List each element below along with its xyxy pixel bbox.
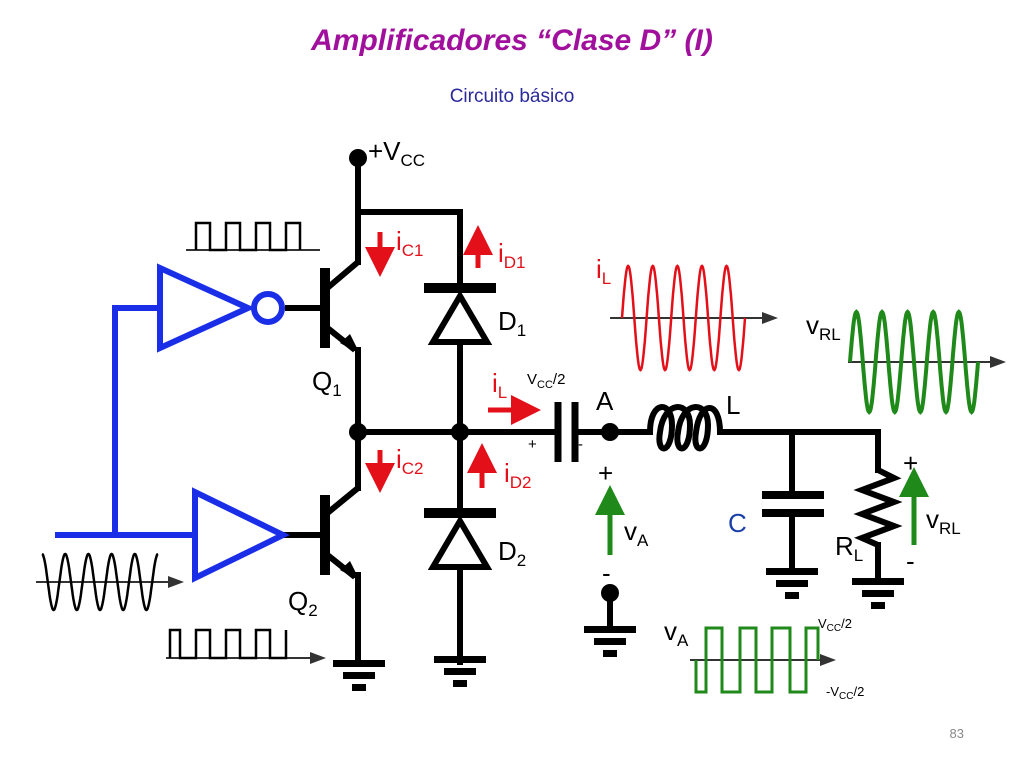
coupling-cap-minus: - — [578, 436, 583, 453]
driver-network — [55, 263, 290, 583]
id2-label: iD2 — [504, 458, 532, 492]
coupling-cap-plus: + — [528, 436, 537, 453]
q1-label: Q1 — [312, 366, 342, 400]
diode-d2 — [424, 508, 496, 570]
va-label: vA — [624, 516, 649, 550]
coupling-capacitor — [540, 402, 610, 462]
va-plus-label: + — [598, 458, 613, 488]
ic2-label: iC2 — [396, 444, 424, 478]
id1-label: iD1 — [498, 238, 526, 272]
resistor-rl — [853, 467, 903, 548]
rl-label: RL — [835, 531, 863, 565]
q2-emitter-arrow — [340, 561, 360, 581]
vrl-plus-label: + — [903, 448, 918, 478]
diode-d1 — [424, 283, 496, 345]
q1-gate-pulse-train — [186, 221, 320, 252]
inductor-l — [647, 404, 723, 452]
ground-d2 — [434, 656, 486, 687]
ic1-label: iC1 — [396, 226, 424, 260]
va-minus-label: - — [602, 558, 611, 588]
page-number: 83 — [949, 726, 964, 741]
vcc-terminal — [349, 149, 367, 167]
main-wiring — [355, 155, 881, 665]
q1-emitter-arrow — [340, 334, 360, 354]
junction-dot-d — [451, 423, 469, 441]
il-waveform — [610, 264, 778, 372]
transistor-q2 — [283, 485, 360, 580]
slide-title: Amplificadores “Clase D” (I) — [311, 24, 713, 57]
capacitor-c-label: C — [728, 508, 747, 538]
node-a-label: A — [596, 386, 614, 416]
coupling-cap-voltage-label: VCC/2 — [527, 371, 565, 391]
ground-va — [584, 626, 636, 657]
il-node-label: iL — [492, 368, 507, 402]
q2-gate-pulse-train — [166, 628, 326, 664]
vrl-wave-label: vRL — [806, 310, 841, 344]
input-sine-wave — [36, 552, 184, 612]
q2-label: Q2 — [288, 586, 318, 620]
d2-label: D2 — [498, 536, 526, 570]
junction-dot-q — [349, 423, 367, 441]
vrl-label: vRL — [926, 504, 961, 538]
vcc-label: +VCC — [368, 136, 425, 170]
va-wave-low-label: -VCC/2 — [826, 684, 864, 702]
vrl-minus-label: - — [906, 546, 915, 576]
ground-q2 — [333, 660, 385, 691]
ground-rl — [852, 578, 904, 609]
va-wave-high-label: VCC/2 — [818, 616, 852, 634]
d1-label: D1 — [498, 306, 526, 340]
vrl-waveform — [848, 309, 1006, 415]
va-terminal-dot — [601, 584, 619, 602]
slide-subtitle: Circuito básico — [449, 86, 575, 107]
va-waveform — [690, 626, 836, 694]
capacitor-c — [762, 491, 824, 517]
il-wave-label: iL — [596, 254, 611, 288]
va-wave-label: vA — [664, 616, 689, 650]
ground-c — [766, 568, 818, 599]
inductor-l-label: L — [726, 390, 740, 420]
